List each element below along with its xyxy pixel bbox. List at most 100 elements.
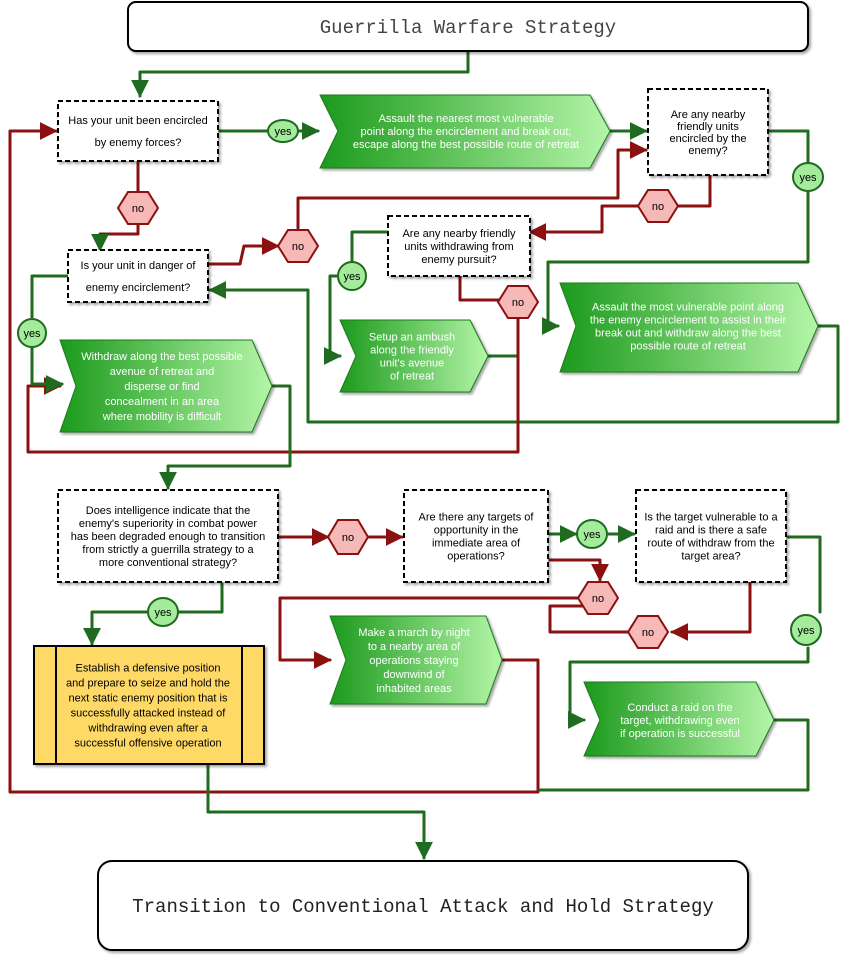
a3-shape: [339, 319, 489, 393]
q7-line: route of withdraw from the: [647, 538, 774, 550]
q3-line: Are any nearby: [671, 109, 746, 121]
q1-line: Has your unit been encircled: [68, 115, 207, 127]
q7-box: [635, 489, 787, 583]
yes-q5: [147, 597, 179, 627]
yes-q2-label: yes: [23, 328, 41, 340]
no-q5: [326, 519, 370, 555]
edge-a2-q2: [208, 281, 840, 424]
no-q6: [576, 581, 620, 615]
q4-line: Are any nearby friendly: [402, 228, 516, 240]
a5-shape: [329, 615, 503, 705]
q3-box: [647, 88, 769, 176]
text-layer: Has your unit been encircled by enemy for…: [23, 109, 817, 750]
a4-line: Withdraw along the best possible: [81, 351, 242, 363]
edge-q2-no: [208, 237, 280, 266]
a7-line: next static enemy position that is: [69, 693, 228, 705]
a3-line: Setup an ambush: [369, 332, 455, 344]
a5-line: Make a march by night: [358, 627, 469, 639]
a2-line: Assault the most vulnerable point along: [592, 302, 784, 314]
edge-no-a4: [26, 316, 520, 454]
yes-q7-label: yes: [797, 625, 815, 637]
yes-badges: [17, 119, 824, 646]
a5-text: Make a march by night to a nearby area of…: [358, 627, 469, 695]
no-q1: [116, 191, 160, 225]
edge-start-q1: [131, 50, 470, 98]
q7-line: target area?: [681, 551, 740, 563]
edge-no-back: [548, 604, 630, 634]
q2-text: Is your unit in danger of enemy encirclem…: [81, 260, 197, 294]
edge-yes-a4: [30, 346, 64, 393]
a7-line: successful offensive operation: [74, 738, 221, 750]
q5-line: Does intelligence indicate that the: [86, 505, 251, 517]
a4-line: disperse or find: [124, 381, 199, 393]
q3-line: friendly units: [677, 121, 739, 133]
no-q2-label: no: [292, 241, 304, 253]
edge-q2-yes: [30, 274, 70, 320]
yes-q2: [17, 318, 47, 348]
edge-a7-end: [206, 764, 433, 860]
a6-line: target, withdrawing even: [620, 715, 739, 727]
yes-q1: [267, 119, 299, 143]
edge-no-a5: [278, 596, 582, 669]
q1-text: Has your unit been encircled by enemy for…: [68, 115, 207, 149]
edge-q4-yes: [350, 230, 390, 264]
edge-a3-q5: [486, 354, 520, 414]
start-title: Guerrilla Warfare Strategy: [320, 17, 616, 39]
no-q2: [276, 229, 320, 263]
yes-q3: [792, 162, 824, 192]
q1-line: by enemy forces?: [95, 137, 182, 149]
a2-line: break out and withdraw along the best: [595, 328, 781, 340]
q5-line: more conventional strategy?: [99, 557, 237, 569]
no-q1-label: no: [132, 203, 144, 215]
yes-q4-label: yes: [343, 271, 361, 283]
a7-line: Establish a defensive position: [76, 663, 221, 675]
q2-line: Is your unit in danger of: [81, 260, 197, 272]
edge-a5-q1: [8, 122, 540, 794]
q2-line: enemy encirclement?: [86, 282, 191, 294]
a1-line: point along the encirclement and break o…: [361, 126, 572, 138]
no-badges: [116, 189, 680, 649]
a4-line: concealment in an area: [105, 396, 220, 408]
no-q7: [626, 615, 670, 649]
edge-q6-no: [548, 558, 609, 582]
edge-q4-no: [458, 274, 502, 302]
edge-q7-yes: [786, 535, 822, 614]
yes-q6: [576, 519, 608, 549]
a3-line: unit's avenue: [380, 358, 444, 370]
a5-line: to a nearby area of: [368, 641, 461, 653]
q4-box: [387, 215, 531, 277]
q4-line: units withdrawing from: [404, 241, 513, 253]
q5-line: enemy's superiority in combat power: [79, 518, 258, 530]
a2-line: the enemy encirclement to assist in thei…: [590, 315, 787, 327]
edge-yes-a7: [83, 610, 150, 646]
a2-shape: [559, 282, 819, 373]
edge-no-q3: [296, 141, 648, 230]
a7-line: successfully attacked instead of: [71, 708, 227, 720]
a5-line: downwind of: [383, 669, 445, 681]
end-title: Transition to Conventional Attack and Ho…: [132, 896, 714, 918]
yes-q4: [337, 261, 367, 291]
no-q3-label: no: [652, 201, 664, 213]
yes-q3-label: yes: [799, 172, 817, 184]
start-node: Guerrilla Warfare Strategy: [127, 1, 809, 52]
a6-shape: [583, 681, 775, 757]
a1-line: escape along the best possible route of …: [353, 139, 579, 151]
edge-q3-no: [676, 174, 712, 208]
q4-line: enemy pursuit?: [421, 254, 496, 266]
a2-line: possible route of retreat: [630, 341, 746, 353]
edge-no-q2: [91, 222, 140, 252]
q5-line: has been degraded enough to transition: [71, 531, 266, 543]
yes-q5-label: yes: [154, 607, 172, 619]
a1-shape: [319, 94, 611, 169]
q6-line: operations?: [447, 551, 505, 563]
